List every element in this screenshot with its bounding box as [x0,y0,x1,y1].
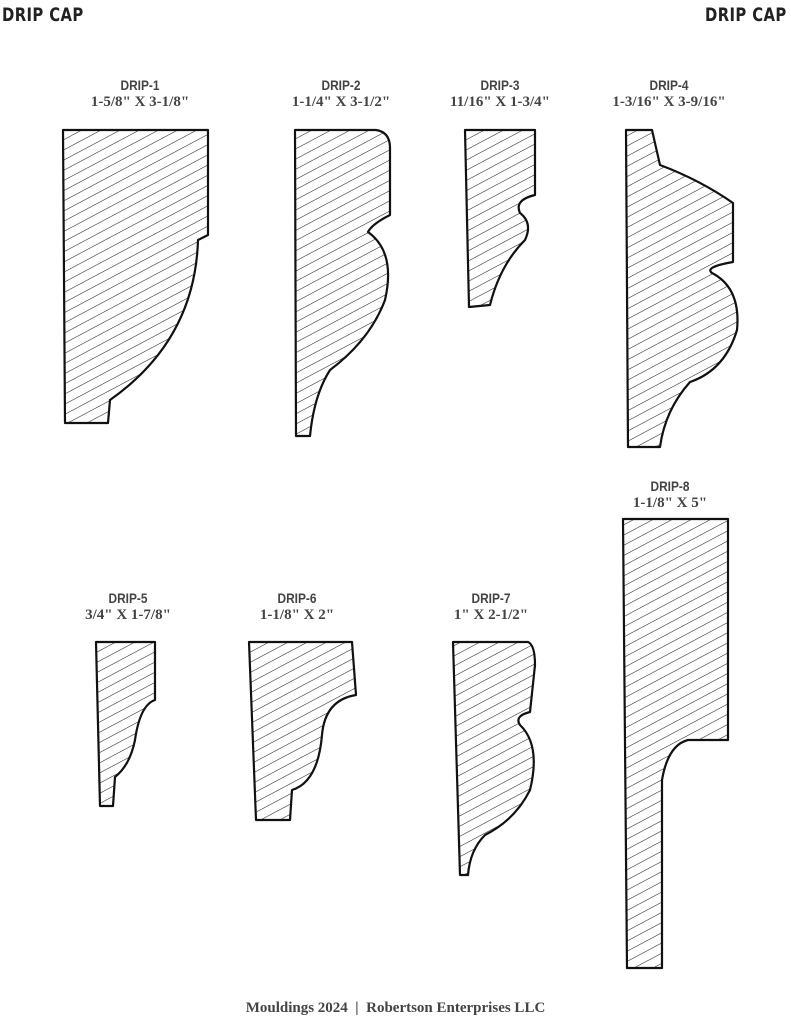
drip-4-label: DRIP-4 1-3/16" X 3-9/16" [569,77,769,111]
drip-6-profile [247,640,358,822]
profile-code: DRIP-6 [277,590,317,606]
drip-2-label: DRIP-2 1-1/4" X 3-1/2" [241,77,441,111]
drip-8-label: DRIP-8 1-1/8" X 5" [570,478,770,512]
profile-code: DRIP-1 [120,77,160,93]
profile-dimensions: 3/4" X 1-7/8" [85,607,171,623]
profile-code: DRIP-3 [480,77,520,93]
drip-8-profile [621,517,730,970]
drip-7-profile [451,640,537,877]
footer-text: Mouldings 2024 | Robertson Enterprises L… [245,1000,546,1016]
drip-7-label: DRIP-7 1" X 2-1/2" [391,590,591,624]
profile-code: DRIP-8 [650,478,690,494]
drip-2-profile [293,128,392,438]
profile-code: DRIP-7 [471,590,511,606]
profile-dimensions: 1-1/8" X 5" [632,495,708,511]
profile-dimensions: 1-1/4" X 3-1/2" [291,94,391,110]
drip-1-label: DRIP-1 1-5/8" X 3-1/8" [40,77,240,111]
drip-5-profile [94,640,157,808]
header-title-right: DRIP CAP [705,4,787,26]
drip-1-profile [61,128,210,425]
profile-dimensions: 1-3/16" X 3-9/16" [612,94,726,110]
profile-code: DRIP-4 [649,77,689,93]
profile-code: DRIP-5 [108,590,148,606]
drip-6-label: DRIP-6 1-1/8" X 2" [197,590,397,624]
drip-3-profile [463,128,537,309]
profile-dimensions: 1" X 2-1/2" [453,607,529,623]
drip-3-label: DRIP-3 11/16" X 1-3/4" [400,77,600,111]
profile-dimensions: 1-1/8" X 2" [259,607,335,623]
profile-dimensions: 1-5/8" X 3-1/8" [90,94,190,110]
header-title-left: DRIP CAP [2,4,84,26]
profile-code: DRIP-2 [321,77,361,93]
drip-5-label: DRIP-5 3/4" X 1-7/8" [28,590,228,624]
drip-4-profile [624,128,739,449]
profile-dimensions: 11/16" X 1-3/4" [450,94,550,110]
